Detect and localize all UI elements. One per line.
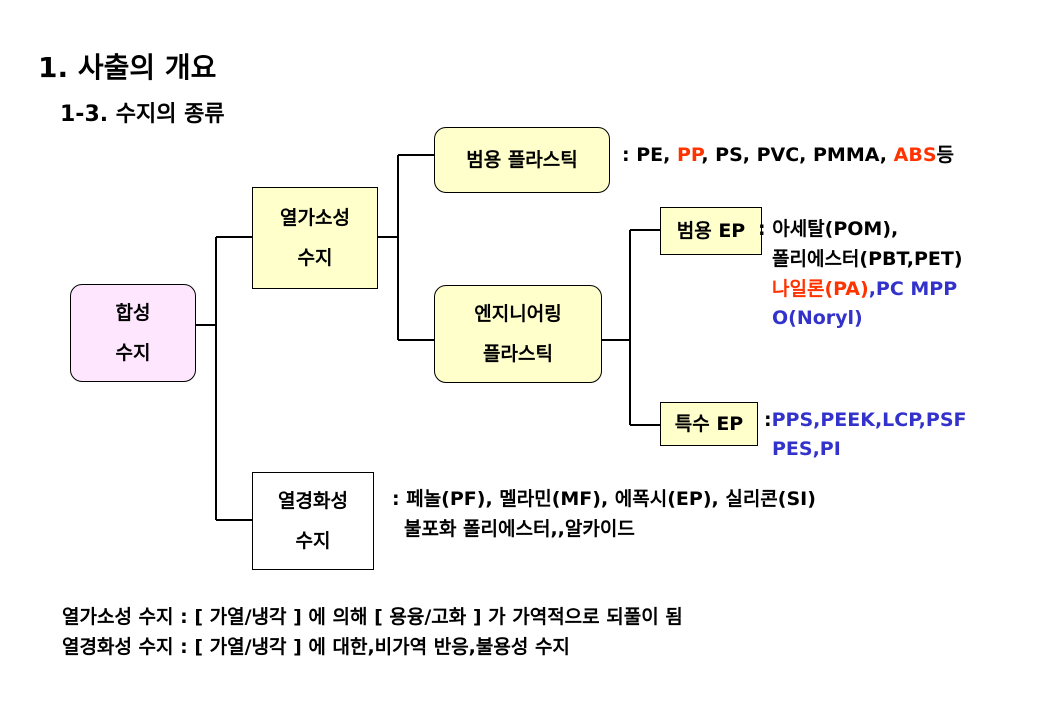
node-special-ep: 특수 EP — [660, 402, 758, 446]
gp-desc-pp: PP — [676, 144, 702, 166]
thermoset-description-line2: 불포화 폴리에스터,,알카이드 — [404, 518, 635, 540]
node-thermoplastic-line2: 수지 — [297, 247, 333, 269]
gp-desc-mid: , PS, PVC, PMMA, — [701, 144, 894, 166]
page-title: 1. 사출의 개요 — [38, 51, 217, 84]
page-subtitle: 1-3. 수지의 종류 — [60, 102, 225, 127]
node-general-plastic-label: 범용 플라스틱 — [466, 149, 578, 171]
special-ep-description-line1: :PPS,PEEK,LCP,PSF — [764, 407, 966, 433]
general-ep-description-line1: : 아세탈(POM), — [758, 218, 899, 240]
thermoset-description-line1: : 페놀(PF), 멜라민(MF), 에폭시(EP), 실리콘(SI) — [392, 488, 816, 510]
general-ep-description-line4: O(Noryl) — [772, 307, 863, 329]
node-thermoset-resin: 열경화성 수지 — [252, 472, 374, 570]
node-engineering-plastic: 엔지니어링 플라스틱 — [434, 285, 602, 383]
node-general-ep: 범용 EP — [660, 207, 762, 255]
special-ep-list1: PPS,PEEK,LCP,PSF — [771, 409, 967, 431]
node-special-ep-label: 특수 EP — [674, 413, 744, 435]
gp-desc-abs: ABS — [893, 144, 937, 166]
node-thermoplastic-line1: 열가소성 — [280, 207, 350, 229]
general-ep-description-line2: 폴리에스터(PBT,PET) — [772, 248, 963, 270]
node-engineering-plastic-line2: 플라스틱 — [483, 343, 553, 365]
general-ep-pc-mpp: ,PC MPP — [868, 278, 958, 300]
general-ep-nylon: 나일론(PA) — [772, 278, 869, 300]
node-general-ep-label: 범용 EP — [676, 220, 746, 242]
node-synthetic-resin: 합성 수지 — [70, 284, 196, 382]
node-thermoset-line2: 수지 — [295, 530, 331, 552]
special-ep-description-line2: PES,PI — [772, 438, 841, 460]
gp-desc-prefix: : PE, — [622, 144, 677, 166]
node-engineering-plastic-line1: 엔지니어링 — [474, 303, 562, 325]
gp-desc-suffix: 등 — [936, 144, 954, 166]
footer-line-thermoset: 열경화성 수지 : [ 가열/냉각 ] 에 대한,비가역 반응,불용성 수지 — [62, 636, 570, 658]
general-plastic-description: : PE, PP, PS, PVC, PMMA, ABS등 — [622, 142, 954, 168]
special-ep-colon: : — [764, 409, 772, 431]
node-general-plastic: 범용 플라스틱 — [434, 127, 610, 193]
footer-line-thermoplastic: 열가소성 수지 : [ 가열/냉각 ] 에 의해 [ 용융/고화 ] 가 가역적… — [62, 606, 683, 628]
general-ep-description-line3: 나일론(PA),PC MPP — [772, 276, 957, 302]
node-synthetic-resin-line1: 합성 — [115, 302, 151, 324]
node-synthetic-resin-line2: 수지 — [115, 342, 151, 364]
node-thermoplastic-resin: 열가소성 수지 — [252, 187, 378, 289]
node-thermoset-line1: 열경화성 — [278, 490, 348, 512]
